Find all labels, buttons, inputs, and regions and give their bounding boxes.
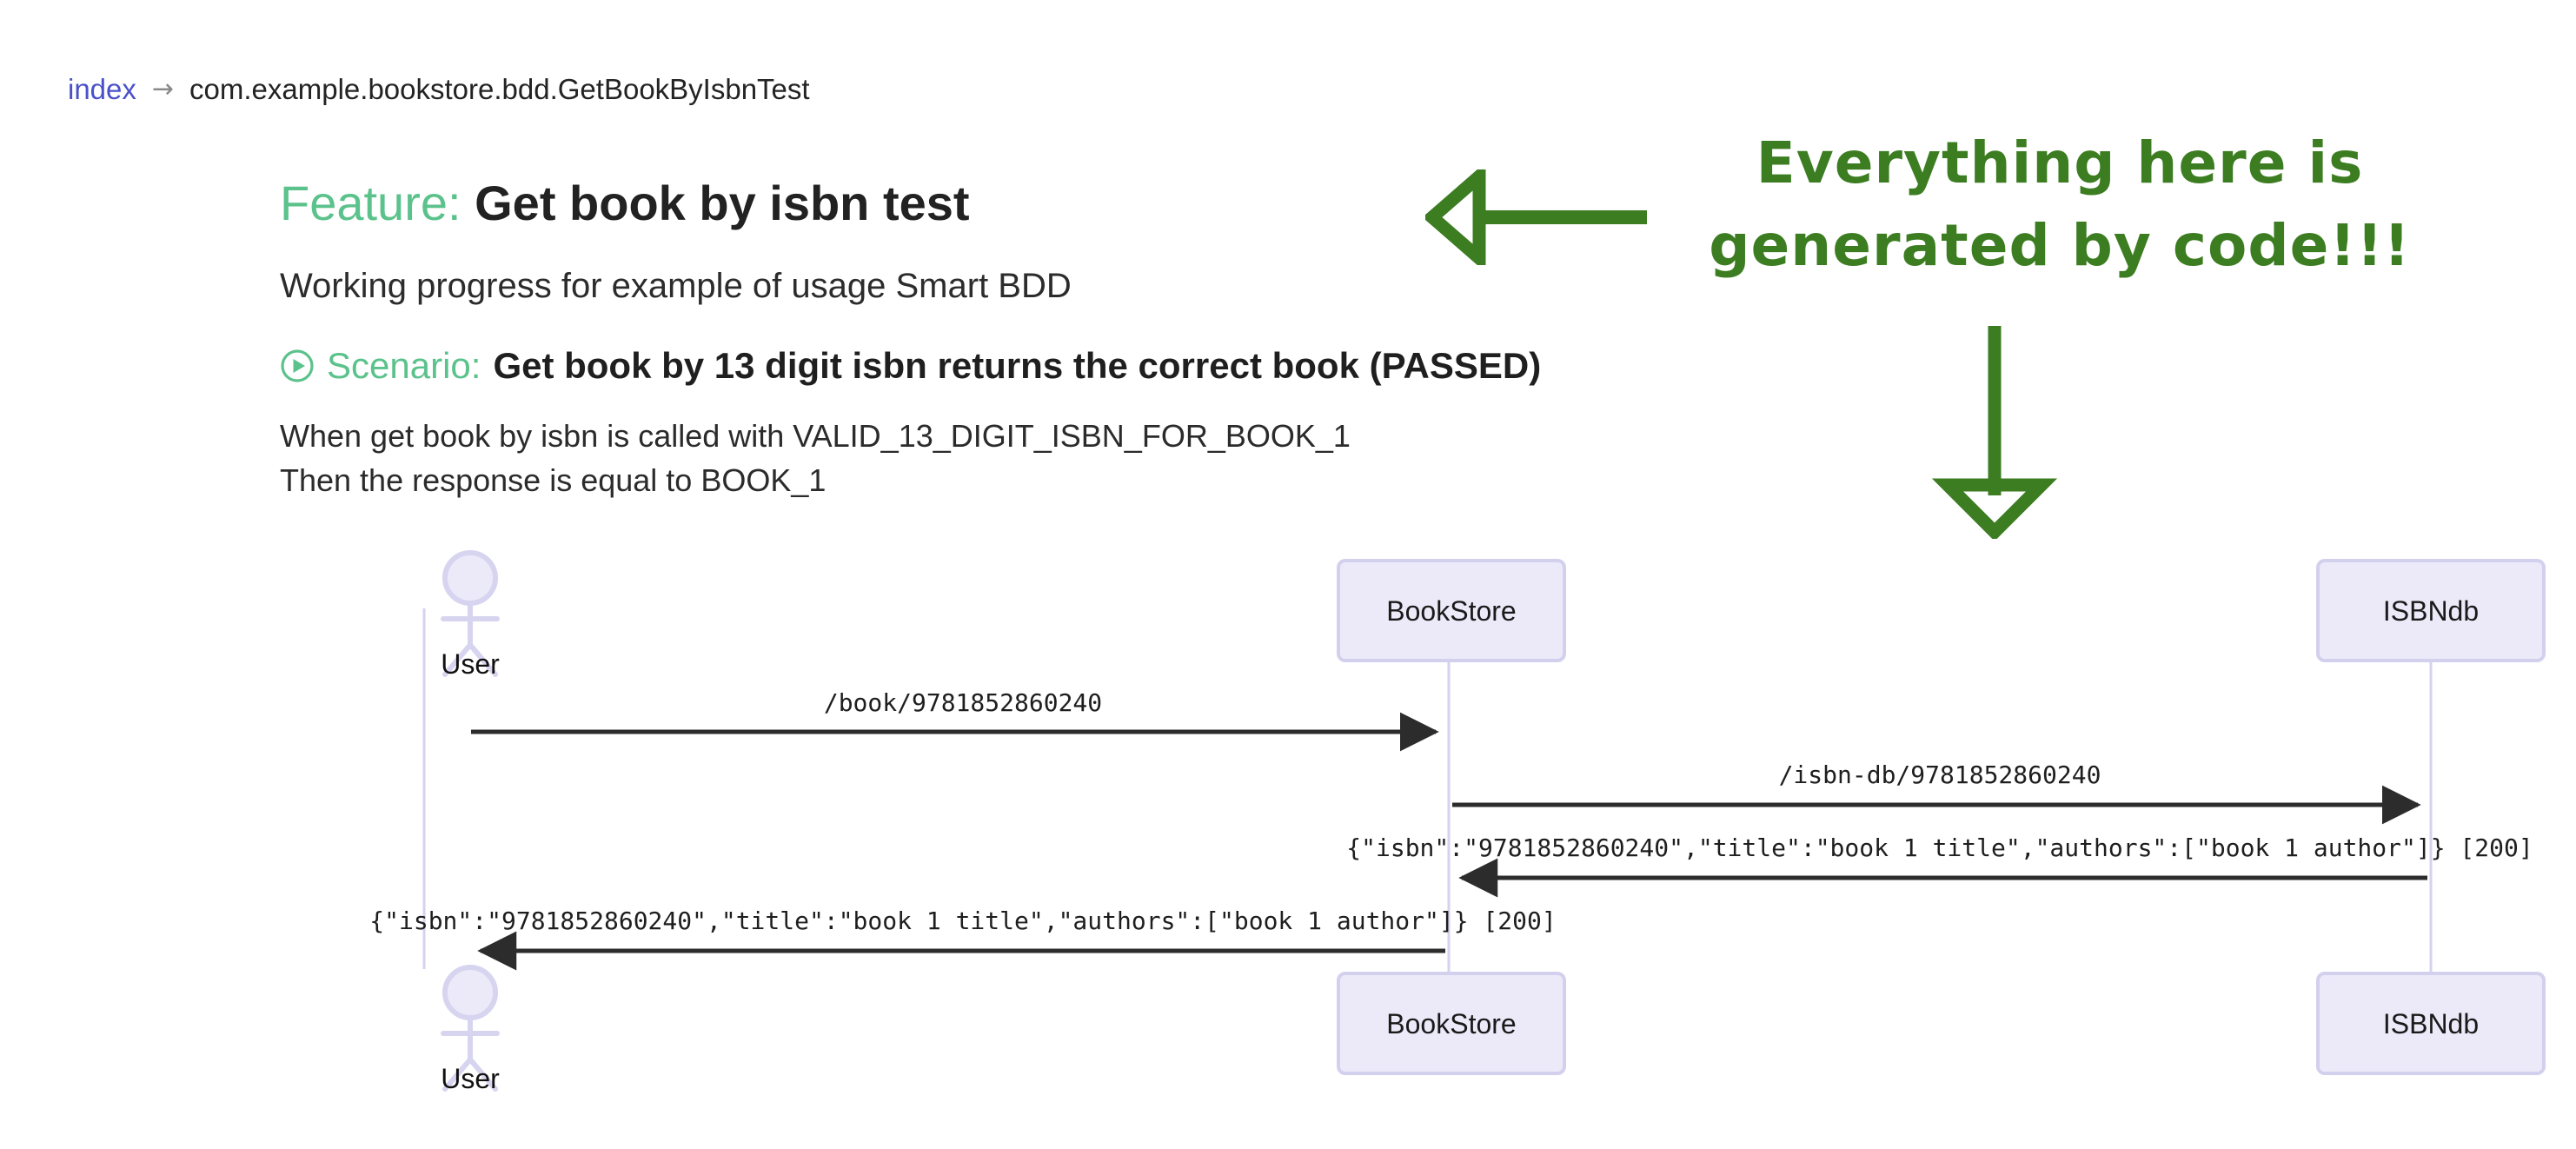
scenario-name: Get book by 13 digit isbn returns the co… [493,345,1542,386]
feature-description: Working progress for example of usage Sm… [280,267,1072,306]
message-label: /book/9781852860240 [824,688,1102,717]
feature-block: Feature: Get book by isbn test Working p… [280,142,1072,308]
participant-user-bottom: User [441,965,500,1094]
scenario-block: Scenario: Get book by 13 digit isbn retu… [280,345,1542,502]
scenario-step: Then the response is equal to BOOK_1 [280,462,827,499]
annotation-line-1: Everything here is [1756,130,2364,196]
participant-user-top: User [441,550,500,680]
arrow-right-icon: → [151,73,175,104]
participant-bookstore-bottom: BookStore [1337,972,1566,1075]
message-label: {"isbn":"9781852860240","title":"book 1 … [369,907,1556,935]
participant-label-user: User [441,1063,500,1094]
participant-label-bookstore: BookStore [1386,595,1516,627]
message-label: /isbn-db/9781852860240 [1779,760,2101,789]
annotation-note: Everything here is generated by code!!! [1699,122,2420,287]
feature-keyword: Feature: [280,175,461,230]
participant-label-bookstore: BookStore [1386,1008,1516,1039]
participant-bookstore-top: BookStore [1337,559,1566,662]
scenario-keyword: Scenario: [327,345,481,386]
participant-label-user: User [441,648,500,680]
feature-title: Feature: Get book by isbn test [280,175,1072,232]
participant-label-isbndb: ISBNdb [2383,1008,2479,1039]
arrow-left-outline-icon [1425,169,1647,265]
feature-name: Get book by isbn test [475,175,970,230]
scenario-heading[interactable]: Scenario: Get book by 13 digit isbn retu… [280,345,1542,386]
arrow-down-outline-icon [1931,326,2058,539]
message-bookstore-to-user: {"isbn":"9781852860240","title":"book 1 … [369,907,1557,971]
breadcrumb-link-index[interactable]: index [68,73,136,105]
annotation-line-2: generated by code!!! [1709,212,2411,280]
message-label: {"isbn":"9781852860240","title":"book 1 … [1346,834,2533,862]
participant-isbndb-top: ISBNdb [2316,559,2546,662]
scenario-step: When get book by isbn is called with VAL… [280,418,1351,455]
participant-label-isbndb: ISBNdb [2383,595,2479,627]
play-circle-icon[interactable] [280,349,315,383]
scenario-steps: When get book by isbn is called with VAL… [280,414,1541,502]
breadcrumb: index → com.example.bookstore.bdd.GetBoo… [68,75,810,103]
participant-isbndb-bottom: ISBNdb [2316,972,2546,1075]
message-bookstore-to-isbndb: /isbn-db/9781852860240 [1452,760,2421,825]
message-user-to-bookstore: /book/9781852860240 [471,688,1439,752]
breadcrumb-current-class: com.example.bookstore.bdd.GetBookByIsbnT… [189,73,810,105]
message-isbndb-to-bookstore: {"isbn":"9781852860240","title":"book 1 … [1346,834,2533,898]
